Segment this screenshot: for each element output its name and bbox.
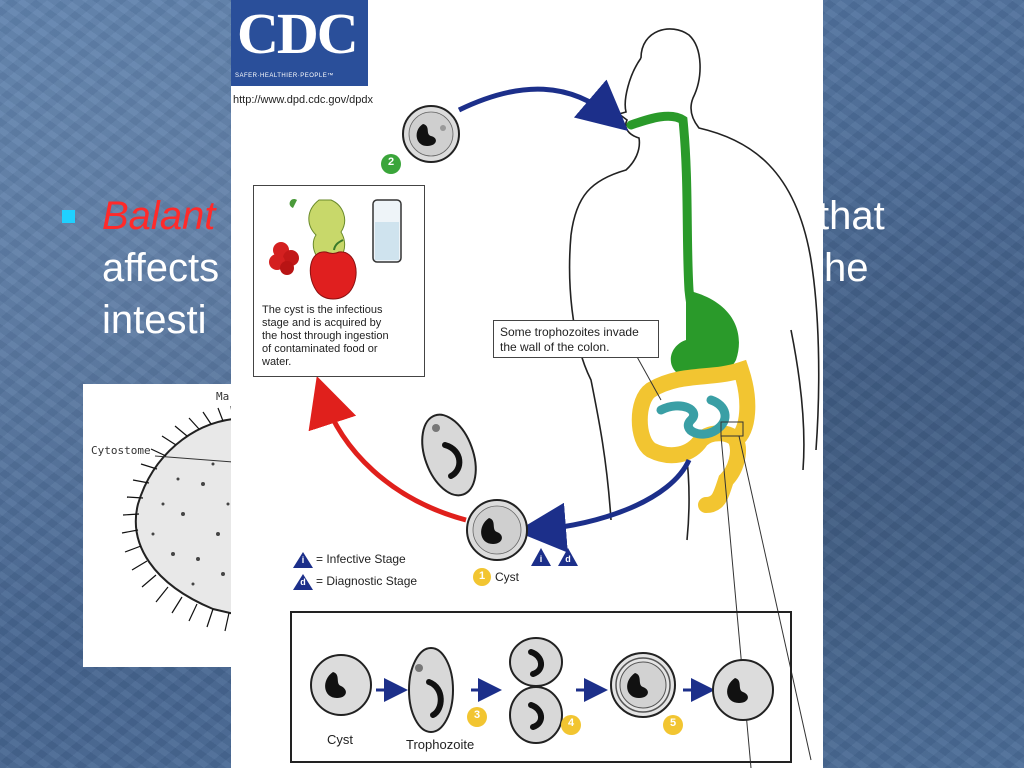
cyst-stage-label: Cyst <box>495 570 519 584</box>
cdc-logo-tagline: SAFER·HEALTHIER·PEOPLE™ <box>235 73 334 79</box>
cyst-stage-1 <box>466 499 528 561</box>
arrow-excretion <box>516 458 692 553</box>
bullet-line-2: affects <box>102 246 220 290</box>
stage-1-badge <box>473 568 491 586</box>
cyst-stage-2 <box>402 105 460 163</box>
arrow-ingestion <box>457 79 629 132</box>
legend-infective-letter: i <box>301 555 305 565</box>
infective-stage-icon-small <box>531 548 551 566</box>
bullet-line-1-right-fragment: that <box>818 194 885 238</box>
stage-4-badge <box>561 715 581 735</box>
infection-note-line: The cyst is the infectious <box>262 304 383 316</box>
stage-5-badge <box>663 715 683 735</box>
legend-infective-text: = Infective Stage <box>316 552 406 566</box>
infection-note-line: of contaminated food or <box>262 343 378 355</box>
colon-note-line: Some trophozoites invade <box>500 325 639 339</box>
cdc-logo: CDC SAFER·HEALTHIER·PEOPLE™ <box>231 0 368 86</box>
food-illustration <box>269 198 402 300</box>
stage-3-badge <box>467 707 487 727</box>
infection-note-text: The cyst is the infectious stage and is … <box>262 304 389 369</box>
small-infective-letter: i <box>539 554 543 564</box>
bottom-dividing <box>509 637 563 744</box>
cdc-logo-text: CDC <box>237 1 359 66</box>
bottom-cyst-label: Cyst <box>327 732 353 747</box>
trophozoite-mid <box>421 413 477 497</box>
small-diagnostic-letter: d <box>565 554 571 564</box>
human-silhouette <box>568 28 820 541</box>
infection-note-line: water. <box>262 356 292 368</box>
bottom-trophozoite <box>408 647 454 733</box>
ciliate-drawing <box>121 405 243 632</box>
stage-4-number: 4 <box>567 717 575 729</box>
stage-1-number: 1 <box>478 570 486 582</box>
arrow-environment <box>308 375 467 523</box>
bottom-trophozoite-label: Trophozoite <box>406 737 475 752</box>
bullet-square-icon <box>62 210 75 223</box>
bullet-line-2-right-fragment: he <box>824 246 869 290</box>
colon-note-text: Some trophozoites invade the wall of the… <box>500 325 639 355</box>
stage-5-number: 5 <box>669 717 677 729</box>
ciliate-micrograph: Cytostome Ma <box>83 384 243 667</box>
stages-panel-border <box>290 611 792 763</box>
legend-diagnostic-icon <box>293 574 313 590</box>
digestive-tract <box>626 111 812 768</box>
infection-note-line: stage and is acquired by <box>262 317 382 329</box>
stage-3-number: 3 <box>473 709 481 721</box>
life-cycle-drawing <box>269 28 820 768</box>
bottom-encysting <box>610 652 676 718</box>
infection-note-line: the host through ingestion <box>262 330 389 342</box>
stage-2-badge <box>381 154 401 174</box>
legend-diagnostic-letter: d <box>300 577 306 587</box>
cytostome-label: Cytostome <box>91 444 151 457</box>
life-cycle-diagram: CDC SAFER·HEALTHIER·PEOPLE™ http://www.d… <box>231 0 823 768</box>
bottom-cyst <box>310 654 372 716</box>
legend-infective-icon <box>293 552 313 568</box>
legend-diagnostic-text: = Diagnostic Stage <box>316 574 418 588</box>
colon-note-line: the wall of the colon. <box>500 340 610 354</box>
micrograph-top-label-fragment: Ma <box>216 390 230 403</box>
bullet-line-3: intesti <box>102 298 207 342</box>
bullet-line-1: Balant <box>102 192 215 240</box>
diagnostic-stage-icon-small <box>558 548 578 566</box>
genus-name-fragment: Balant <box>102 194 216 238</box>
cdc-url: http://www.dpd.cdc.gov/dpdx <box>233 94 374 106</box>
colon-note-box: Some trophozoites invade the wall of the… <box>493 320 659 358</box>
bottom-mature-cyst <box>712 659 774 721</box>
stage-2-number: 2 <box>387 156 395 168</box>
infection-note-box: The cyst is the infectious stage and is … <box>253 185 425 377</box>
